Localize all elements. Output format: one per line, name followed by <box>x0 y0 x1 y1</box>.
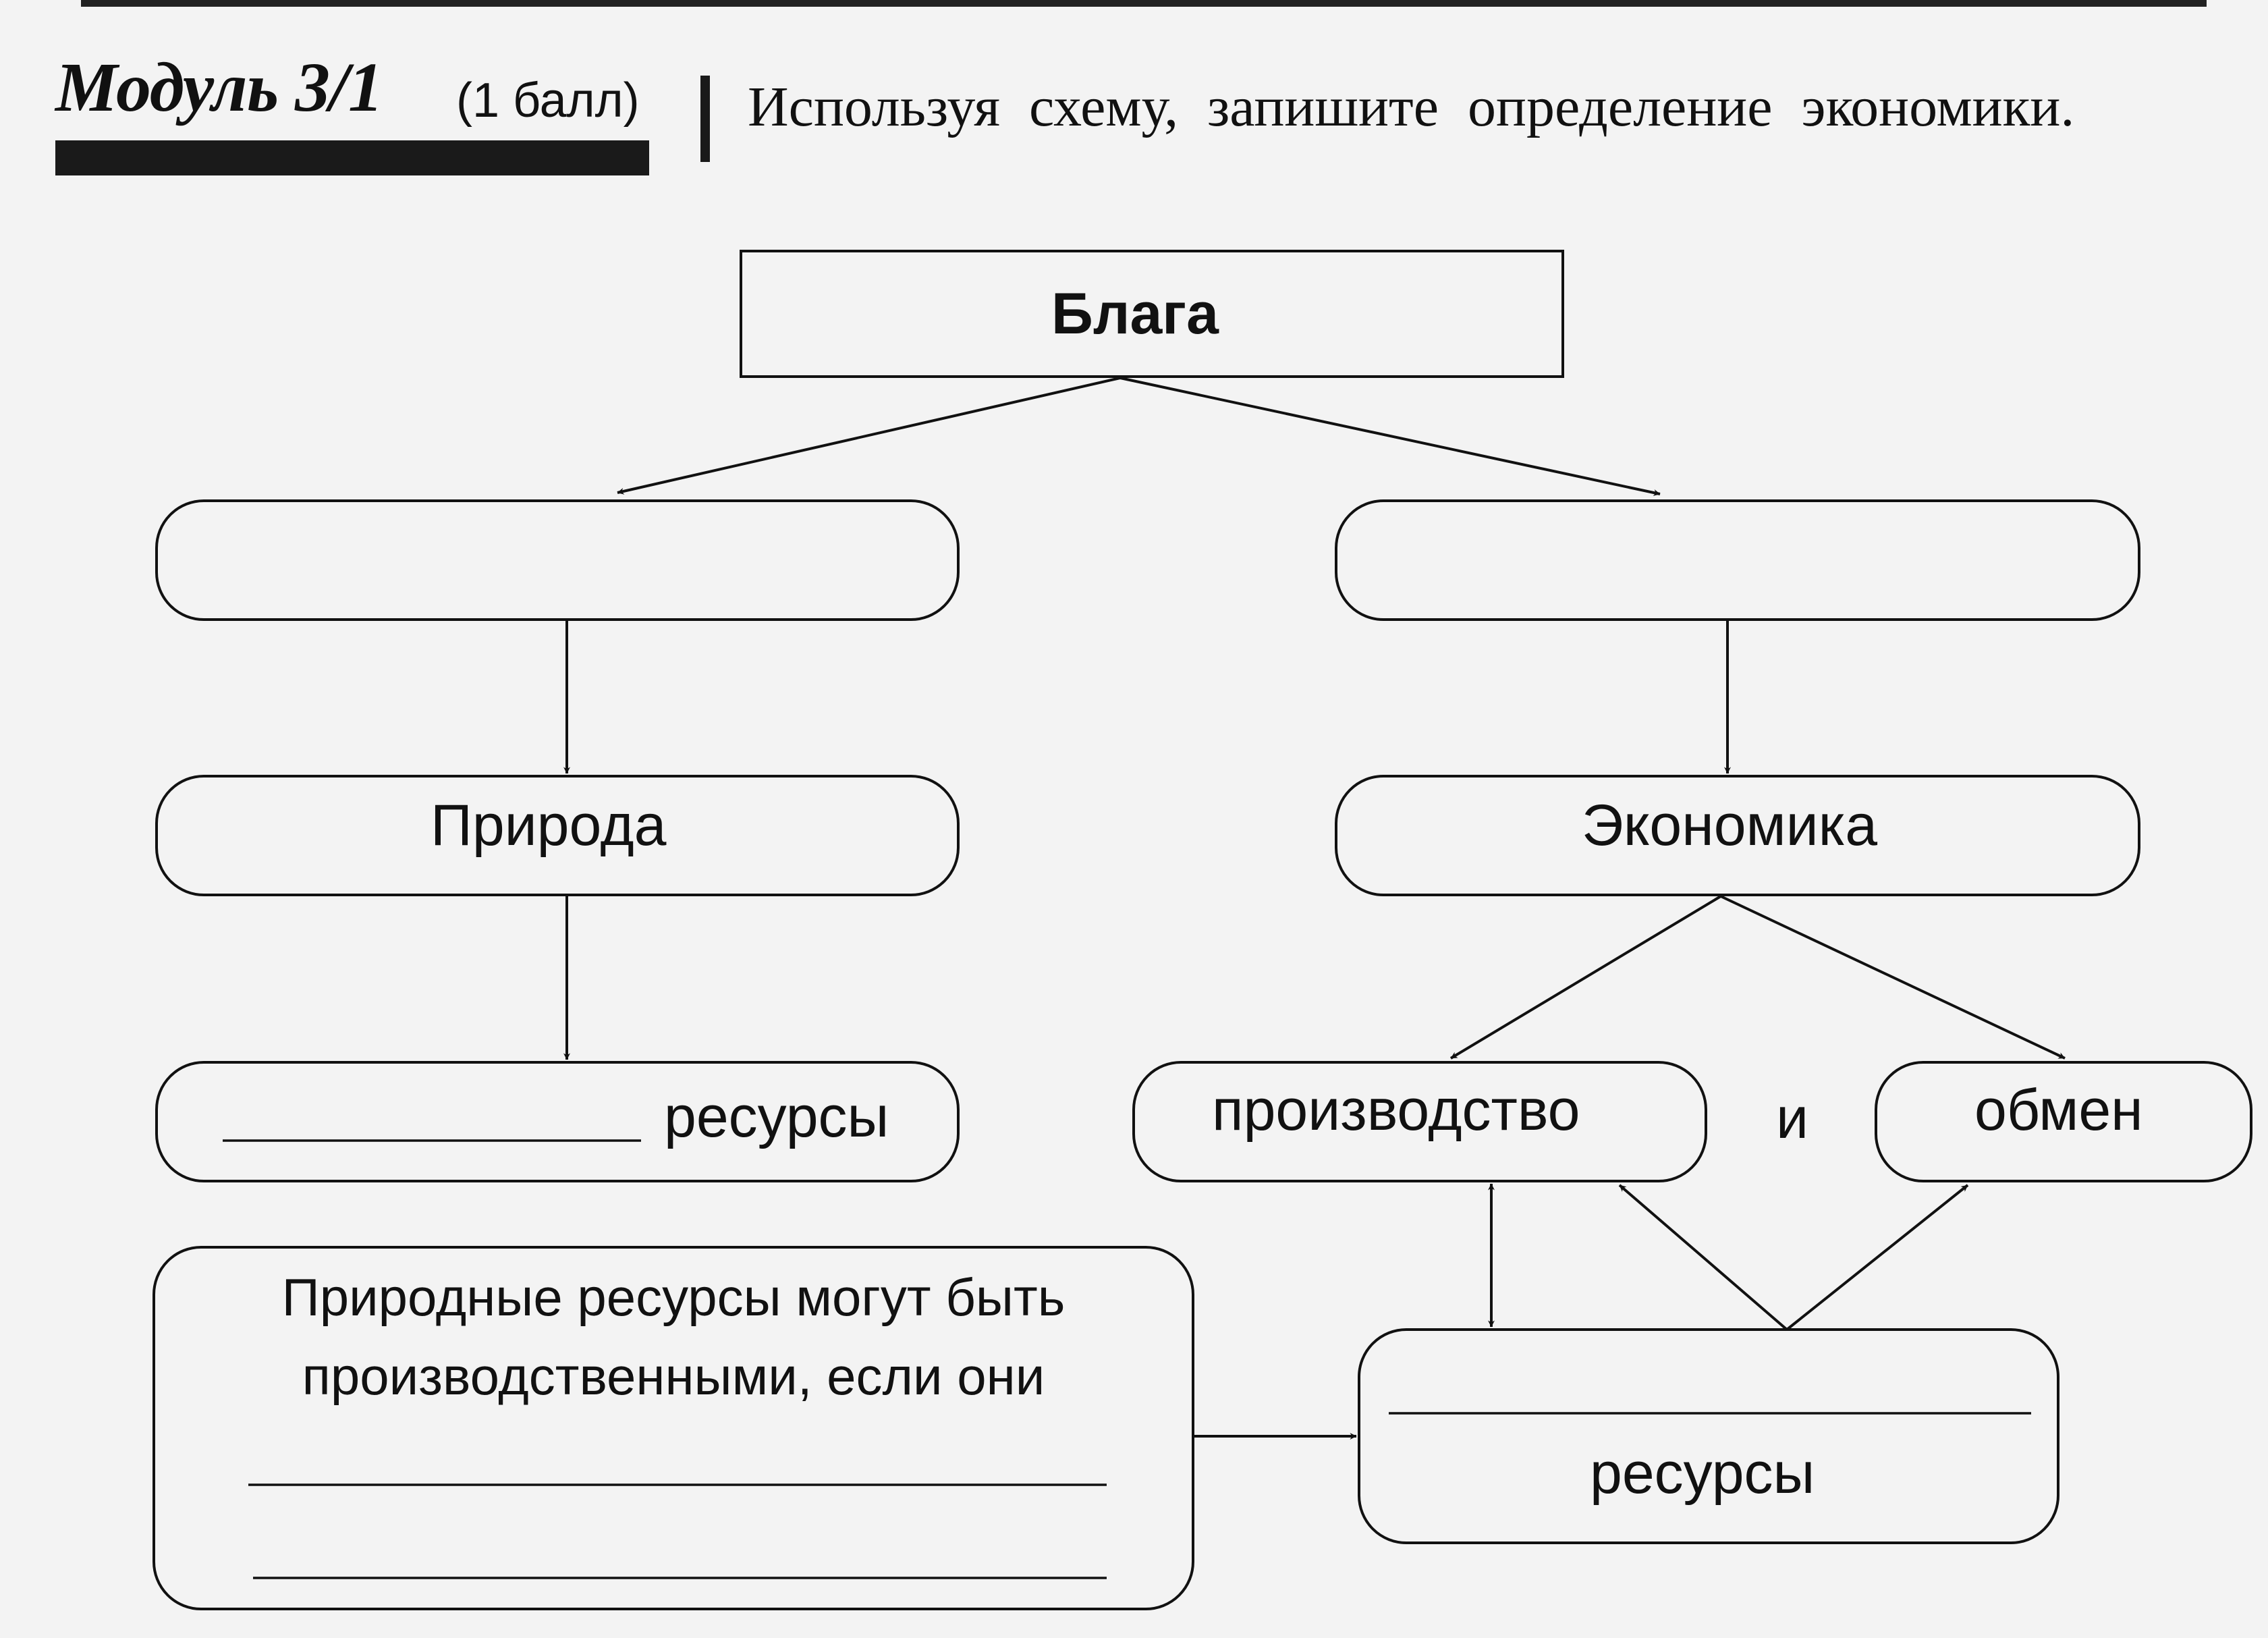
left-blank-box <box>155 499 960 621</box>
conjunction-label: и <box>1776 1086 1809 1151</box>
arrow-resources-to-exchange <box>1786 1184 1969 1331</box>
exchange-label: обмен <box>1974 1078 2143 1143</box>
economy-label: Экономика <box>1582 793 1878 858</box>
resources-box-bottom <box>1358 1328 2059 1544</box>
resources-suffix-label: ресурсы <box>664 1085 889 1149</box>
arrow-root-to-right <box>1119 377 1661 496</box>
arrow-economy-to-production <box>1449 895 1722 1060</box>
note-line-1: Природные ресурсы могут быть <box>281 1267 1066 1327</box>
task-instruction: Используя схему, запишите определение эк… <box>748 76 2075 138</box>
root-box <box>740 250 1564 378</box>
module-title: Модуль 3/1 <box>55 49 383 126</box>
production-label: производство <box>1212 1078 1580 1143</box>
nature-box <box>155 775 960 896</box>
arrow-economy-to-exchange <box>1720 895 2066 1060</box>
note-line-2: производственными, если они <box>302 1346 1045 1406</box>
arrow-resources-to-production <box>1618 1184 1788 1331</box>
module-points: (1 балл) <box>456 74 640 128</box>
exchange-box <box>1875 1061 2252 1182</box>
top-rule <box>81 0 2207 7</box>
production-box <box>1132 1061 1707 1182</box>
nature-label: Природа <box>431 793 667 858</box>
note-box <box>153 1246 1194 1610</box>
economy-box <box>1335 775 2140 896</box>
module-underline-bar <box>55 140 649 175</box>
header-separator <box>700 76 710 162</box>
note-text: Природные ресурсы могут быть производств… <box>154 1258 1193 1416</box>
right-blank-box <box>1335 499 2140 621</box>
bottom-resources-label: ресурсы <box>1590 1441 1815 1506</box>
arrow-root-to-left <box>617 377 1121 495</box>
root-label: Блага <box>1051 281 1219 346</box>
resources-box-left <box>155 1061 960 1182</box>
